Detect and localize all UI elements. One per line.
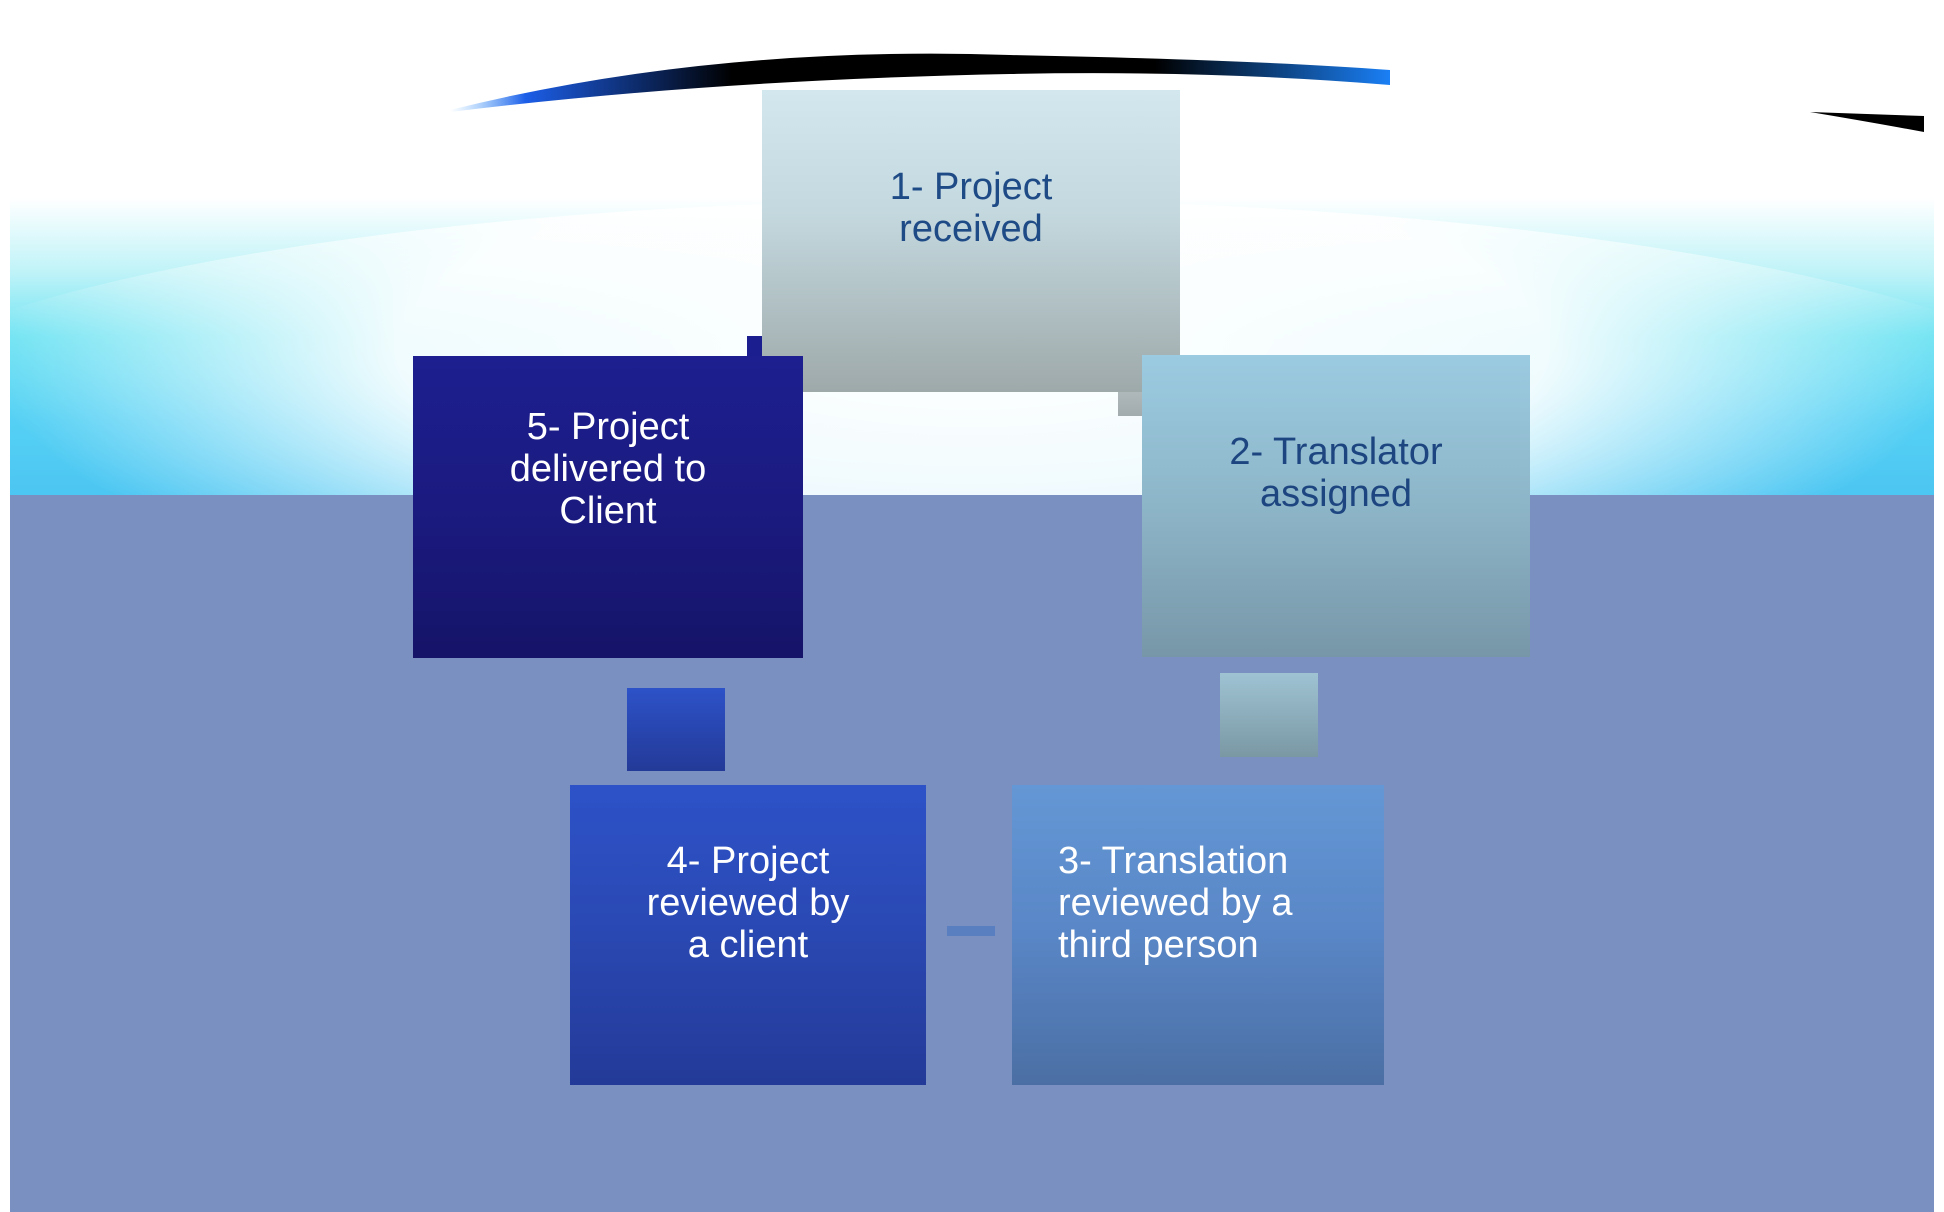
step-5-label: 5- Project delivered to Client: [509, 406, 707, 532]
connector-4-to-5: [627, 688, 725, 771]
step-3-box: 3- Translation reviewed by a third perso…: [1012, 785, 1384, 1085]
step-1-label: 1- Project received: [889, 166, 1053, 250]
step-4-box: 4- Project reviewed by a client: [570, 785, 926, 1085]
connector-2-to-3: [1220, 673, 1318, 757]
step-5-box: 5- Project delivered to Client: [413, 356, 803, 658]
diagram-slide: 1- Project received 2- Translator assign…: [10, 0, 1934, 1212]
sea-background: [10, 495, 1934, 1212]
step-2-box: 2- Translator assigned: [1142, 355, 1530, 657]
connector-3-to-4: [947, 926, 995, 936]
step-2-label: 2- Translator assigned: [1229, 431, 1443, 515]
step-4-label: 4- Project reviewed by a client: [646, 840, 850, 966]
horizon-arc-graphic: [450, 53, 1924, 132]
step-1-box: 1- Project received: [762, 90, 1180, 392]
step-3-label: 3- Translation reviewed by a third perso…: [1058, 840, 1293, 966]
